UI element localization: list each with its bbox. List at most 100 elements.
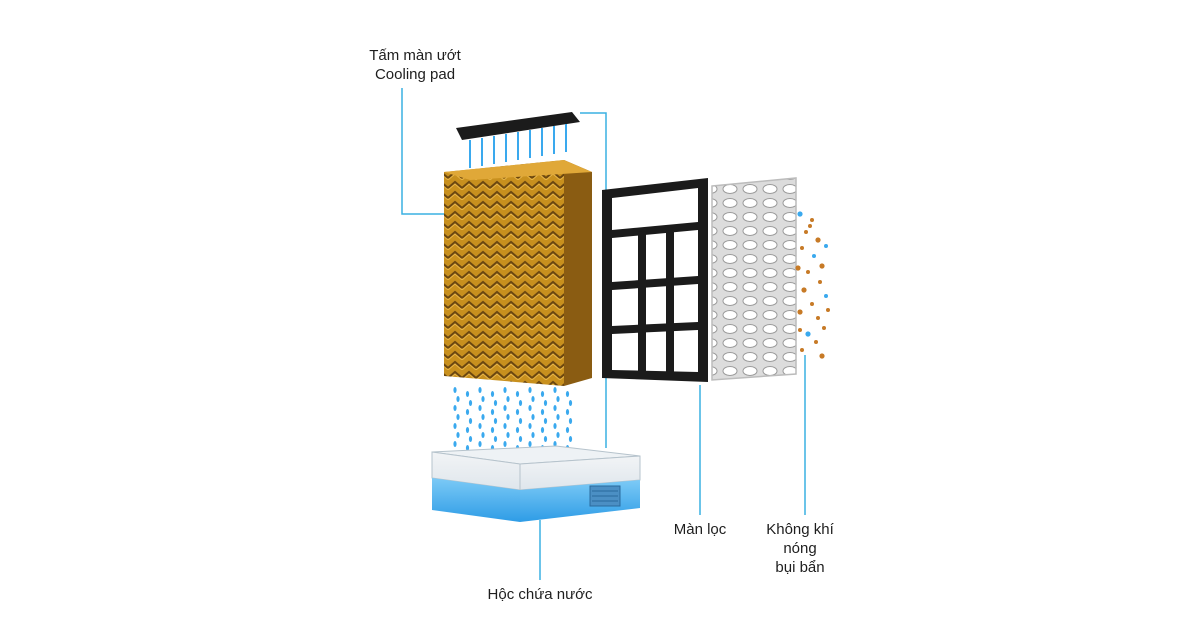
water-drop (553, 405, 557, 411)
label-cooling-pad-line1: Tấm màn ướt (369, 47, 461, 64)
water-drops (453, 387, 573, 451)
label-filter-line1: Màn lọc (673, 521, 727, 538)
water-drop (465, 445, 470, 451)
water-drop (568, 436, 573, 442)
dust-particle (814, 340, 818, 344)
water-drop (478, 387, 482, 393)
label-filter: Màn lọc (660, 520, 740, 539)
water-distributor (456, 112, 580, 168)
water-drop (543, 436, 548, 442)
dust-particle (795, 265, 801, 271)
label-tank: Hộc chứa nước (460, 585, 620, 604)
water-drop (465, 391, 470, 397)
label-tank-line1: Hộc chứa nước (487, 586, 593, 603)
water-drop (531, 414, 535, 420)
water-drop (490, 391, 495, 397)
water-drop (565, 409, 570, 415)
water-drop (503, 441, 507, 447)
water-drop (556, 414, 560, 420)
water-drop (556, 432, 560, 438)
water-drop (553, 387, 557, 393)
label-hot-air-line2: nóng (783, 540, 817, 557)
dust-particle (804, 230, 808, 234)
water-drop (568, 400, 573, 406)
filter-mesh-panel (711, 177, 797, 381)
dust-particle (819, 353, 825, 359)
water-drop (506, 414, 510, 420)
water-drop (481, 432, 485, 438)
dust-particle (810, 218, 814, 222)
dust-particle (810, 302, 814, 306)
water-drop (456, 396, 460, 402)
dust-particle (815, 237, 821, 243)
water-drop (503, 423, 507, 429)
water-drop (468, 436, 473, 442)
water-drop (528, 441, 532, 447)
water-drop (540, 391, 545, 397)
water-tank (431, 445, 641, 522)
dust-particle (808, 224, 812, 228)
label-hot-air: Không khí nóng bụi bẩn (750, 520, 850, 577)
water-drop (490, 409, 495, 415)
water-drop (528, 423, 532, 429)
water-drop (528, 387, 532, 393)
filter-mesh (711, 177, 797, 381)
filter-frame (602, 178, 708, 382)
water-drop (540, 409, 545, 415)
water-drop (503, 387, 507, 393)
dust-particle (797, 211, 803, 217)
water-drop (453, 441, 457, 447)
dust-particle (805, 331, 811, 337)
water-drop (553, 423, 557, 429)
water-drop (518, 436, 523, 442)
dust-particle (819, 263, 825, 269)
dust-particle (818, 280, 822, 284)
water-drop (528, 405, 532, 411)
water-drop (481, 396, 485, 402)
cooling-pad-side (564, 160, 592, 386)
label-cooling-pad-line2: Cooling pad (374, 66, 456, 83)
dust-particle (824, 244, 828, 248)
dust-particles (795, 211, 830, 359)
water-drop (465, 409, 470, 415)
water-drop (515, 391, 520, 397)
water-drop (453, 387, 457, 393)
water-drop (453, 423, 457, 429)
water-drop (531, 432, 535, 438)
water-drop (515, 427, 520, 433)
water-drop (515, 409, 520, 415)
water-drop (556, 396, 560, 402)
dust-particle (816, 316, 820, 320)
dust-particle (812, 254, 816, 258)
water-drop (456, 432, 460, 438)
water-drop (456, 414, 460, 420)
water-drop (543, 400, 548, 406)
water-drop (478, 423, 482, 429)
dust-particle (797, 309, 803, 315)
water-drop (503, 405, 507, 411)
water-drop (565, 391, 570, 397)
dust-particle (800, 246, 804, 250)
distributor-bar (456, 112, 580, 140)
dust-particle (801, 287, 807, 293)
water-drop (490, 427, 495, 433)
water-drop (493, 436, 498, 442)
distributor-nozzles (469, 124, 567, 168)
water-drop (453, 405, 457, 411)
water-drop (468, 400, 473, 406)
water-drop (506, 432, 510, 438)
water-drop (465, 427, 470, 433)
water-drop (478, 441, 482, 447)
label-cooling-pad: Tấm màn ướt Cooling pad (350, 46, 480, 84)
water-drop (518, 418, 523, 424)
dust-particle (798, 328, 802, 332)
water-drop (553, 441, 557, 447)
filter-frame-bars (612, 222, 698, 372)
water-drop (506, 396, 510, 402)
dust-particle (826, 308, 830, 312)
dust-particle (822, 326, 826, 330)
cooling-pad-face (444, 160, 564, 386)
cooling-pad (444, 160, 592, 386)
